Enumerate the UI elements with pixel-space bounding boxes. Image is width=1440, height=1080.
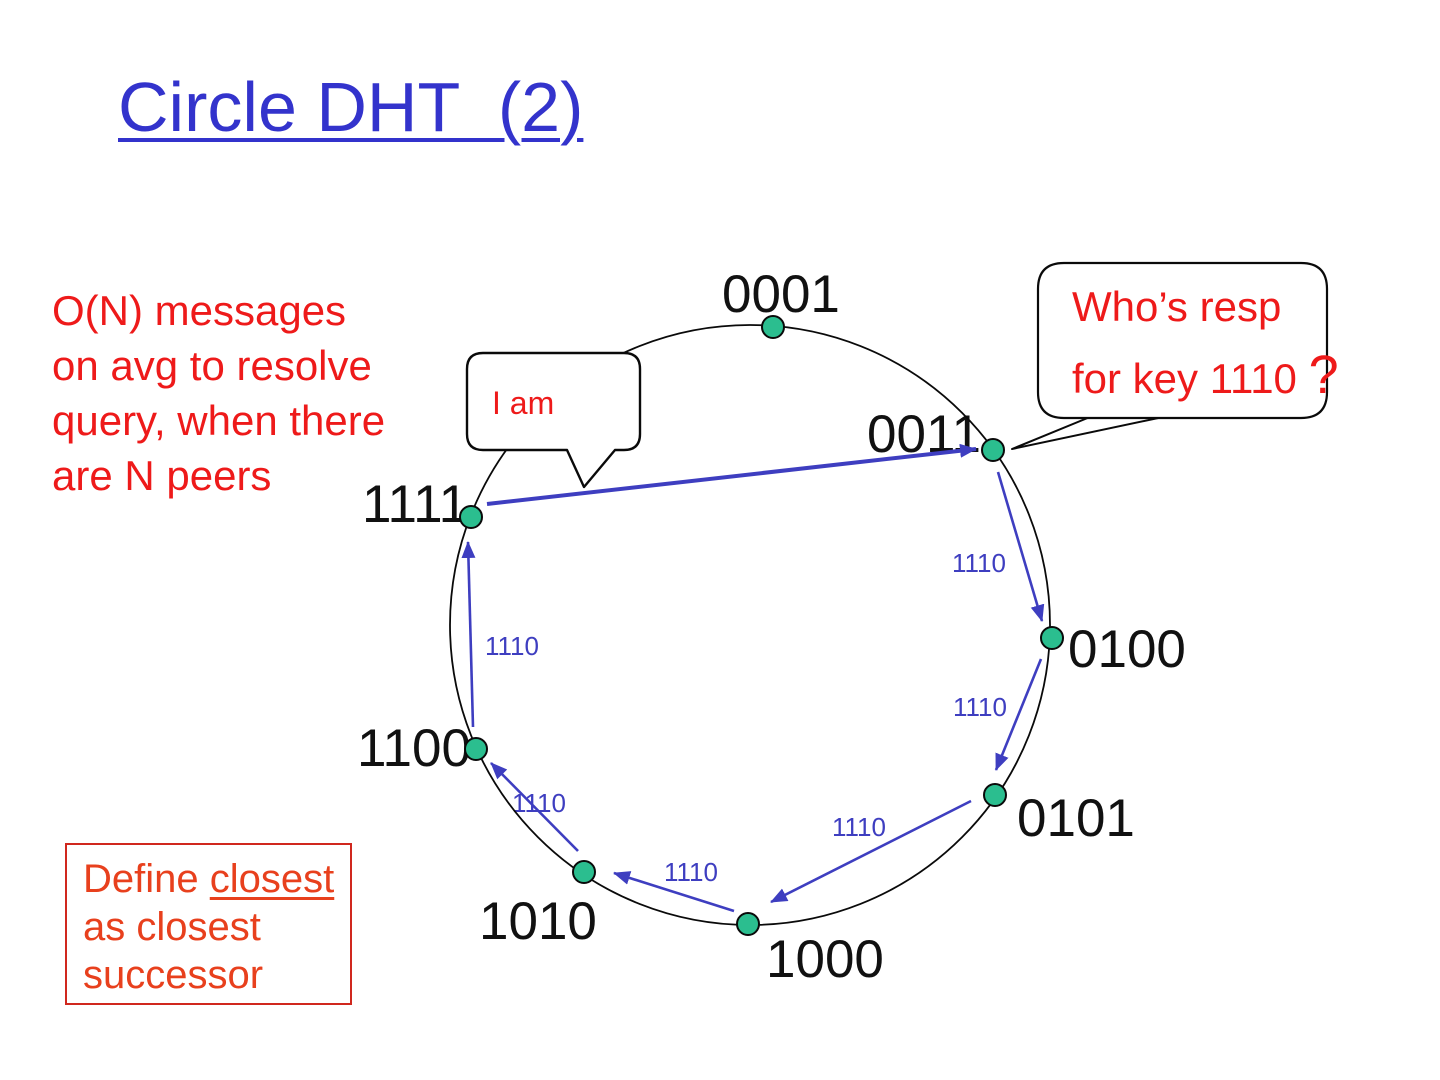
arrow-0011-0100 [996,471,1045,622]
left-note-line: are N peers [52,452,272,499]
question-mark: ? [1308,345,1339,405]
edge-label-1000-1010: 1110 [664,857,718,887]
node-label-0001: 0001 [722,265,840,324]
peer-dot-1000 [736,912,760,936]
whos-resp-bubble-text-line2: for key 1110 ? [1072,348,1339,402]
peer-dot-0001 [761,315,785,339]
edge-label-0011-0100: 1110 [952,548,1006,578]
define-closest-underlined: closest [209,857,335,901]
peer-dot-1100 [464,737,488,761]
left-note-line: O(N) messages [52,287,347,334]
define-box-line1: Define closest [83,855,350,903]
peer-dot-0011 [981,438,1005,462]
peer-dot-1010 [572,860,596,884]
node-label-1111: 1111 [362,475,469,534]
arrow-0100-0101 [994,658,1043,771]
edge-label-1100-1111: 1110 [485,631,539,661]
node-label-1010: 1010 [479,892,597,951]
left-note-line: on avg to resolve [52,342,372,389]
define-box-line3: successor [83,953,264,997]
define-prefix: Define [83,857,210,901]
define-closest-box: Define closest as closest successor [65,843,352,1005]
arrow-1100-1111 [461,541,476,728]
whos-resp-bubble-tail [1011,416,1164,450]
whos-resp-bubble [1036,261,1329,420]
edge-label-0101-1000: 1110 [832,812,886,842]
node-label-0100: 0100 [1068,620,1186,679]
peer-dots [459,315,1064,936]
arrow-1000-1010 [613,871,735,913]
peer-dot-1111 [459,505,483,529]
query-arrows [461,443,1045,913]
node-label-1100: 1100 [357,719,471,778]
edge-label-0100-0101: 1110 [953,692,1007,722]
i-am-bubble [465,351,642,489]
left-note: O(N) messages on avg to resolve query, w… [52,283,385,503]
peer-dot-0100 [1040,626,1064,650]
page-title: Circle DHT (2) [118,68,584,146]
node-label-0101: 0101 [1017,789,1135,848]
whos-resp-bubble-text-line1: Who’s resp [1072,283,1282,330]
arrow-0101-1000 [770,799,972,904]
whos-resp-key-text: for key 1110 [1072,355,1309,402]
peer-dot-0101 [983,783,1007,807]
arrow-1010-1100 [490,762,579,852]
node-label-1000: 1000 [766,930,884,989]
i-am-bubble-text: I am [492,385,555,421]
arrow-1111-0011 [486,443,977,506]
left-note-line: query, when there [52,397,386,444]
define-box-line2: as closest [83,905,261,949]
